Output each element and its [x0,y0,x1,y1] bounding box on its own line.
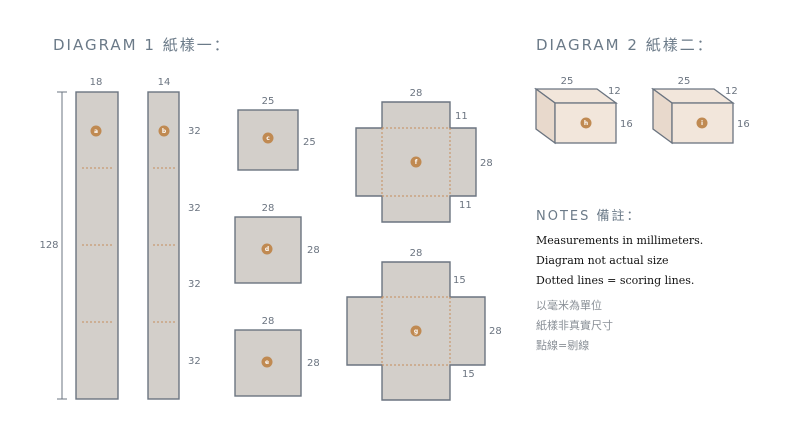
label-a-marker [90,125,102,137]
label-h-marker [580,117,592,129]
cross-f-flap-top: 11 [455,111,468,122]
cross-f-side: 28 [480,158,493,169]
label-d-marker [261,243,273,255]
total-height: 128 [39,240,58,251]
square-c-side: 25 [303,137,316,148]
box-h-depth: 12 [608,86,621,97]
square-d-side: 28 [307,245,320,256]
note-line-3: Dotted lines = scoring lines. [536,274,695,287]
square-d: d 28 28 [234,203,320,284]
square-d-top: 28 [262,203,275,214]
strip-b-width: 14 [158,77,171,88]
label-f: f [415,159,418,166]
cross-g-side: 28 [489,326,502,337]
segment-2: 32 [188,203,201,214]
height-dimension: 128 [39,91,67,400]
note-cn-line-3: 點線=剔線 [536,339,590,352]
label-e-marker [261,356,273,368]
box-i-height: 16 [737,119,750,130]
note-cn-line-1: 以毫米為單位 [536,299,602,312]
label-d: d [265,246,269,253]
label-c-marker [262,132,274,144]
square-e: e 28 28 [234,316,320,397]
label-h: h [584,120,588,127]
box-i-depth: 12 [725,86,738,97]
cross-g-flap-bottom: 15 [462,369,475,380]
label-g: g [414,328,418,335]
diagram-2-title: DIAGRAM 2 紙樣二： [536,36,714,54]
cross-g: g 28 15 28 15 [346,248,502,401]
label-b-marker [158,125,170,137]
strip-a-width: 18 [90,77,103,88]
label-g-marker [410,325,422,337]
strip-a: a 18 [75,77,119,400]
box-i-length: 25 [678,76,691,87]
cross-f-flap-bottom: 11 [459,200,472,211]
box-h-height: 16 [620,119,633,130]
cross-g-top: 28 [410,248,423,259]
label-i-marker [696,117,708,129]
note-line-1: Measurements in millimeters. [536,234,704,247]
label-b: b [162,128,167,135]
label-i: i [701,120,703,127]
box-h: h 25 12 16 [534,76,633,145]
square-e-top: 28 [262,316,275,327]
cross-g-flap-top: 15 [453,275,466,286]
cross-f-top: 28 [410,88,423,99]
diagram-1-title: DIAGRAM 1 紙樣一： [53,36,231,54]
segment-4: 32 [188,356,201,367]
label-a: a [94,128,98,135]
note-line-2: Diagram not actual size [536,254,669,267]
box-h-length: 25 [561,76,574,87]
label-e: e [265,359,269,366]
cross-f: f 28 11 28 11 [355,88,493,223]
strip-b: b 14 [147,77,180,400]
square-c: c 25 25 [237,96,316,171]
segment-1: 32 [188,126,201,137]
segment-3: 32 [188,279,201,290]
square-e-side: 28 [307,358,320,369]
box-i: i 25 12 16 [651,76,750,145]
note-cn-line-2: 紙樣非真實尺寸 [536,319,613,332]
label-c: c [266,135,270,142]
label-f-marker [410,156,422,168]
notes-title: NOTES 備註： [536,209,642,224]
square-c-top: 25 [262,96,275,107]
